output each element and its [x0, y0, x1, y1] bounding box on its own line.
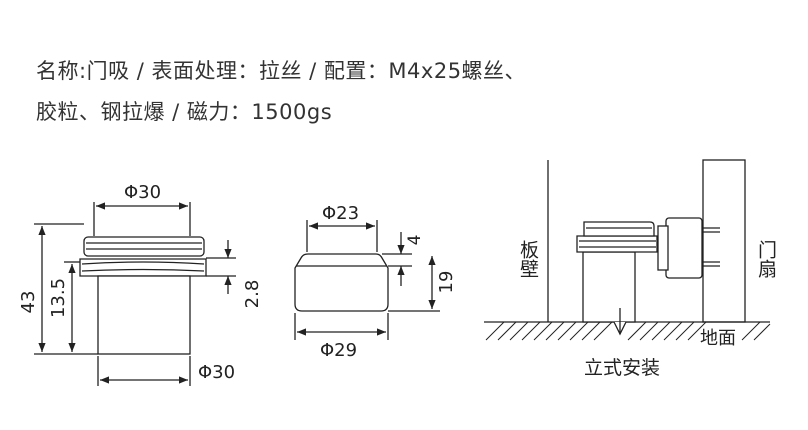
bumper-side-view: [294, 220, 440, 340]
door-catcher: [665, 217, 703, 279]
door-label: 门扇: [755, 240, 777, 279]
bumper-bottom-width-label: Φ29: [320, 340, 357, 361]
dim-gap-label: 2.8: [242, 280, 263, 309]
dim-height-label: 43: [18, 291, 39, 314]
bumper-height-label: 19: [436, 271, 457, 294]
dim-bottom-width-label: Φ30: [198, 362, 235, 383]
installed-stopper-body: [582, 251, 636, 323]
bumper-top-width-label: Φ23: [322, 203, 359, 224]
stopper-body: [97, 275, 191, 355]
installation-caption: 立式安装: [584, 357, 660, 379]
installation-view: [484, 159, 771, 341]
door-panel: [702, 159, 746, 323]
bumper-cap-label: 4: [405, 235, 425, 246]
bumper-body: [294, 253, 389, 312]
stopper-cap: [83, 236, 205, 257]
dim-top-width-label: Φ30: [124, 182, 161, 203]
stopper-side-view: [34, 202, 236, 386]
dim-body-label: 13.5: [48, 278, 69, 318]
spec-line-2: 胶粒、钢拉爆 / 磁力：1500gs: [36, 100, 333, 124]
wall-label: 板壁: [517, 240, 539, 278]
floor-label: 地面: [700, 328, 736, 349]
spec-line-1: 名称:门吸 / 表面处理：拉丝 / 配置：M4x25螺丝、: [36, 59, 527, 83]
